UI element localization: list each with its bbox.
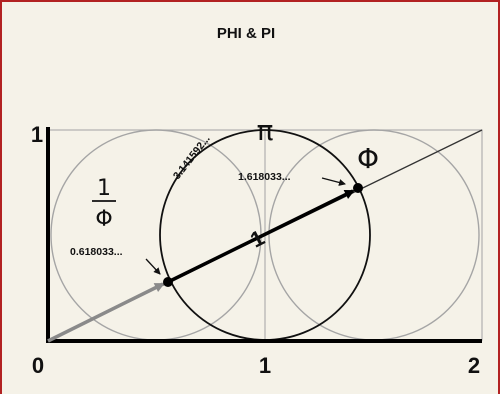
inverse-phi-value-pointer <box>145 258 161 275</box>
inverse-phi-denominator: Φ <box>95 207 112 232</box>
inverse-phi-numerator: 1 <box>97 176 111 201</box>
pi-value-label: 3.141592... <box>171 133 213 182</box>
diagram-title: PHI & PI <box>217 25 275 42</box>
x-tick-1: 1 <box>259 353 271 378</box>
pi-symbol: π <box>257 114 274 147</box>
phi-value-pointer <box>321 177 346 186</box>
phi-point <box>353 183 363 193</box>
phi-value-label: 1.618033... <box>238 171 291 183</box>
x-tick-0: 0 <box>32 353 44 378</box>
left-circle <box>50 129 262 341</box>
unit-arrow <box>167 189 355 284</box>
phi-symbol: Φ <box>357 142 379 175</box>
x-tick-2: 2 <box>468 353 480 378</box>
inverse-phi-point <box>163 277 173 287</box>
inverse-phi-arrow <box>47 282 165 343</box>
y-tick-1: 1 <box>31 122 43 147</box>
inverse-phi-value-label: 0.618033... <box>70 246 123 258</box>
